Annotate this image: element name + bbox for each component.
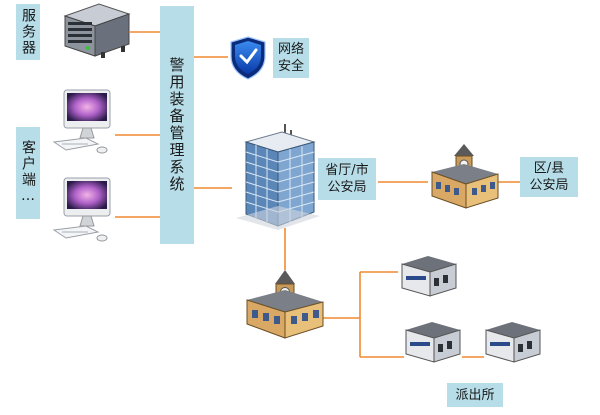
province-line1: 省厅/市: [325, 163, 369, 178]
server-icon: [63, 3, 131, 58]
police-station-icon: [401, 256, 457, 297]
client-label-text: 客户端…: [20, 140, 36, 206]
server-label-text: 服务器: [20, 8, 36, 56]
district-bureau-label: 区/县 公安局: [520, 157, 578, 197]
police-station-label: 派出所: [447, 383, 503, 407]
server-label: 服务器: [16, 4, 40, 60]
district-line1: 区/县: [533, 161, 565, 176]
district-line2: 公安局: [529, 178, 569, 193]
office-tower-icon: [236, 124, 320, 230]
network-security-line2: 安全: [277, 59, 304, 74]
system-label-text: 警用装备管理系统: [167, 57, 186, 193]
imac-icon: [52, 89, 111, 154]
station-label-text: 派出所: [455, 387, 495, 403]
imac-icon: [52, 177, 111, 242]
police-station-icon: [405, 322, 461, 363]
city-hall-icon: [431, 144, 499, 209]
client-label: 客户端…: [16, 127, 40, 219]
province-bureau-label: 省厅/市 公安局: [318, 158, 376, 200]
shield-icon: [230, 36, 266, 80]
city-hall-icon: [246, 270, 324, 339]
province-line2: 公安局: [327, 180, 367, 195]
network-security-line1: 网络: [277, 42, 304, 57]
police-station-icon: [485, 322, 541, 363]
network-security-label: 网络 安全: [273, 38, 309, 78]
equipment-management-system-box: 警用装备管理系统: [160, 6, 194, 244]
